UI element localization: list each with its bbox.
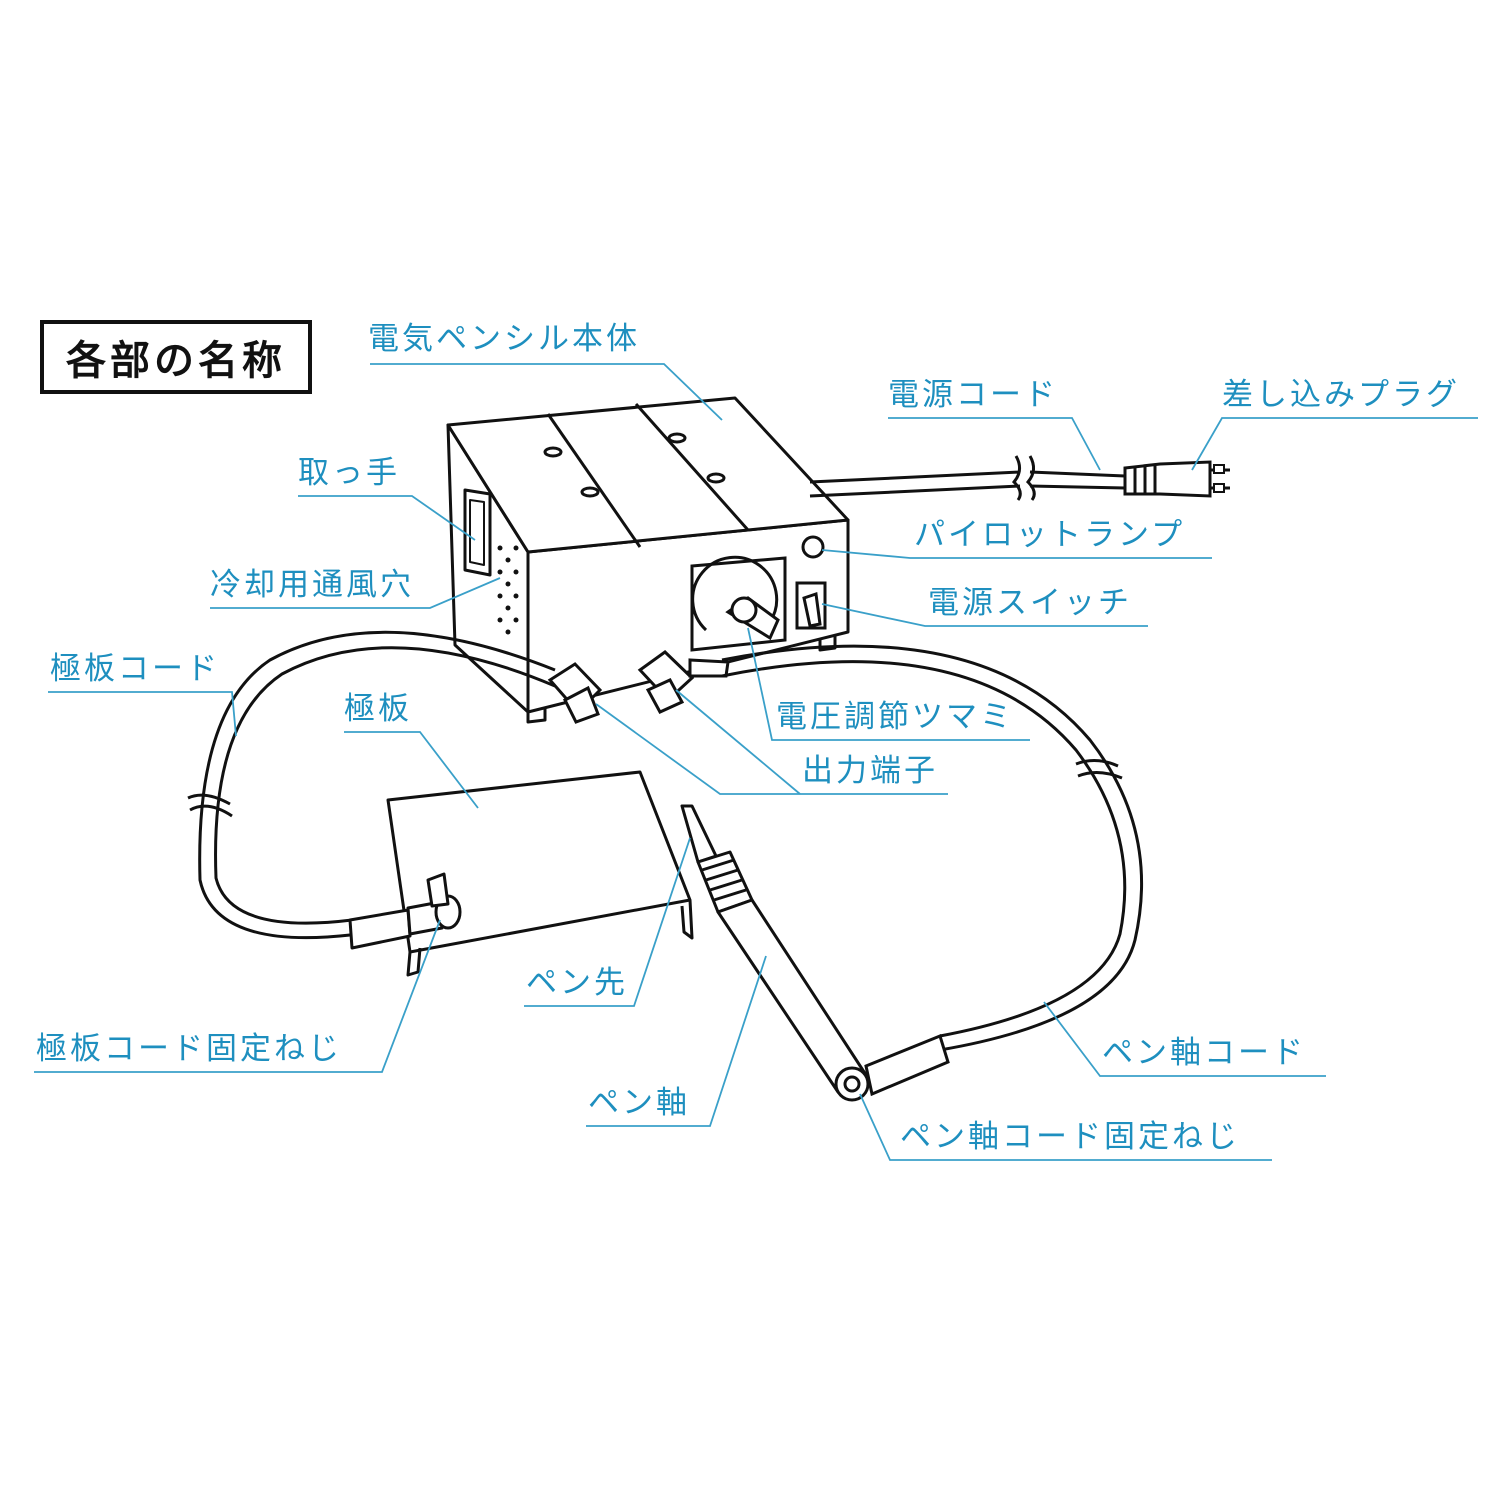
leader-lines <box>34 363 1478 1161</box>
label-power-switch: 電源スイッチ <box>928 585 1132 621</box>
label-vent: 冷却用通風穴 <box>210 567 414 603</box>
label-plate-cord: 極板コード <box>50 651 220 687</box>
title-box: 各部の名称 <box>40 320 312 394</box>
label-main-unit: 電気ペンシル本体 <box>368 321 640 357</box>
label-plug: 差し込みプラグ <box>1222 377 1460 413</box>
label-pilot-lamp: パイロットランプ <box>914 517 1186 553</box>
vent-dots <box>497 545 519 635</box>
label-pen-shaft: ペン軸 <box>588 1085 690 1121</box>
plug-drawing <box>1123 460 1230 498</box>
power-cord-drawing <box>809 455 1126 501</box>
pen-cord-sleeve <box>864 1033 950 1097</box>
label-voltage-knob: 電圧調節ツマミ <box>776 699 1014 735</box>
plate-drawing <box>348 770 694 977</box>
label-handle: 取っ手 <box>298 455 400 491</box>
main-unit-drawing <box>446 396 850 724</box>
label-output-terminal: 出力端子 <box>802 753 938 789</box>
label-pen-cord-screw: ペン軸コード固定ねじ <box>900 1119 1240 1155</box>
label-power-cord: 電源コード <box>888 377 1058 413</box>
plate-cord-drawing <box>187 630 556 940</box>
output-terminals-drawing <box>547 650 730 724</box>
diagram-title: 各部の名称 <box>66 338 286 384</box>
power-switch-drawing <box>795 581 827 630</box>
pen-drawing <box>680 804 870 1102</box>
pen-cord-drawing <box>721 644 1144 1052</box>
pilot-lamp-drawing <box>801 535 825 559</box>
label-plate-cord-screw: 極板コード固定ねじ <box>36 1031 342 1067</box>
label-pen-cord: ペン軸コード <box>1102 1035 1306 1071</box>
label-pen-tip: ペン先 <box>526 965 628 1001</box>
voltage-knob-drawing <box>690 555 787 652</box>
label-plate: 極板 <box>344 691 412 727</box>
